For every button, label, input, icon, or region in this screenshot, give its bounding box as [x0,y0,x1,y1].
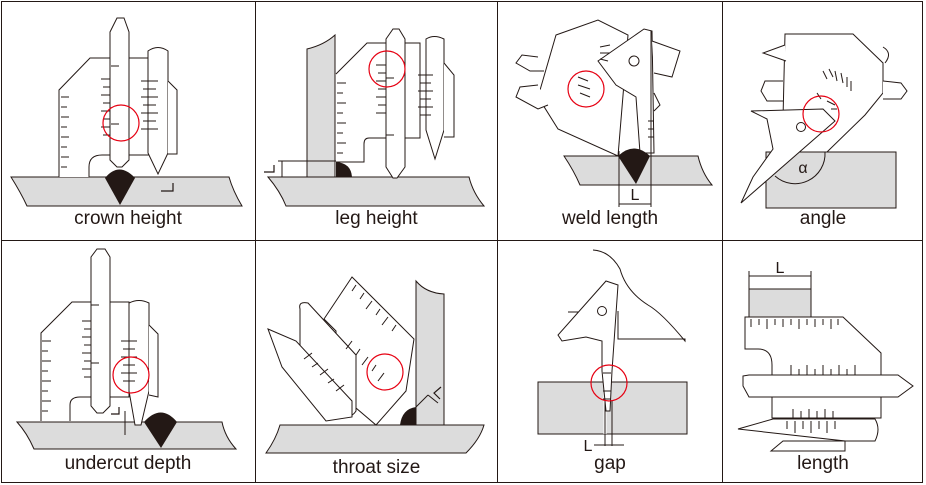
cell-undercut-depth: undercut depth [1,241,255,483]
caption: leg height [335,208,418,229]
measured-block [748,288,812,318]
grid-divider [497,1,498,483]
dimension-label: L [776,260,785,277]
dimension-label: L [631,187,640,204]
grid-divider [1,240,923,241]
weld-bead [144,412,177,448]
angle-label: α [798,160,807,177]
scale-ticks [816,68,852,110]
scale-ticks [61,65,158,168]
dimension-mark [433,386,442,400]
weld-bead [336,162,352,177]
cell-gap: L gap [498,241,722,483]
dimension-mark [264,165,275,173]
highlight-circle [567,70,605,108]
cell-weld-length: L weld length [498,1,722,240]
highlight-circle [368,50,406,88]
dimension-mark [161,183,174,192]
weld-length-illustration: L [515,19,714,207]
base-plate [266,176,486,207]
caption: angle [799,208,847,229]
caption: weld length [561,208,659,229]
dimension-label: L [584,438,593,455]
caption: gap [594,453,626,474]
scale-ticks [303,284,397,392]
crown-height-illustration [10,17,243,207]
highlight-circle [802,95,840,133]
caption: throat size [332,457,421,478]
leg-height-illustration [264,28,486,207]
highlight-circle [112,356,150,394]
base-plate [15,421,238,450]
undercut-depth-illustration [15,248,238,450]
caption: undercut depth [64,453,192,474]
cell-angle: α angle [723,1,923,240]
scale-ticks [337,64,433,154]
highlight-circle [102,104,140,142]
vertical-plate [415,279,445,426]
angle-illustration: α [740,33,908,209]
cell-length: L length [723,241,923,483]
highlight-circle [366,353,404,391]
scale-ticks [750,319,856,433]
cell-throat-size: throat size [256,241,497,483]
cell-leg-height: leg height [256,1,497,240]
weld-bead [618,148,650,184]
scale-ticks [603,372,611,400]
grid-divider [255,1,256,483]
length-illustration: L [737,260,914,452]
weld-bead [400,407,416,425]
caption: crown height [74,208,182,229]
weld-bead [105,169,135,205]
base-plate [265,424,485,454]
cell-crown-height: crown height [1,1,255,240]
vertical-plate [306,33,336,178]
gap-illustration: L [537,249,688,455]
throat-size-illustration [265,276,485,454]
highlight-circle [590,364,628,402]
grid-divider [722,1,723,483]
dimension-mark [111,407,120,415]
caption: length [797,453,849,474]
